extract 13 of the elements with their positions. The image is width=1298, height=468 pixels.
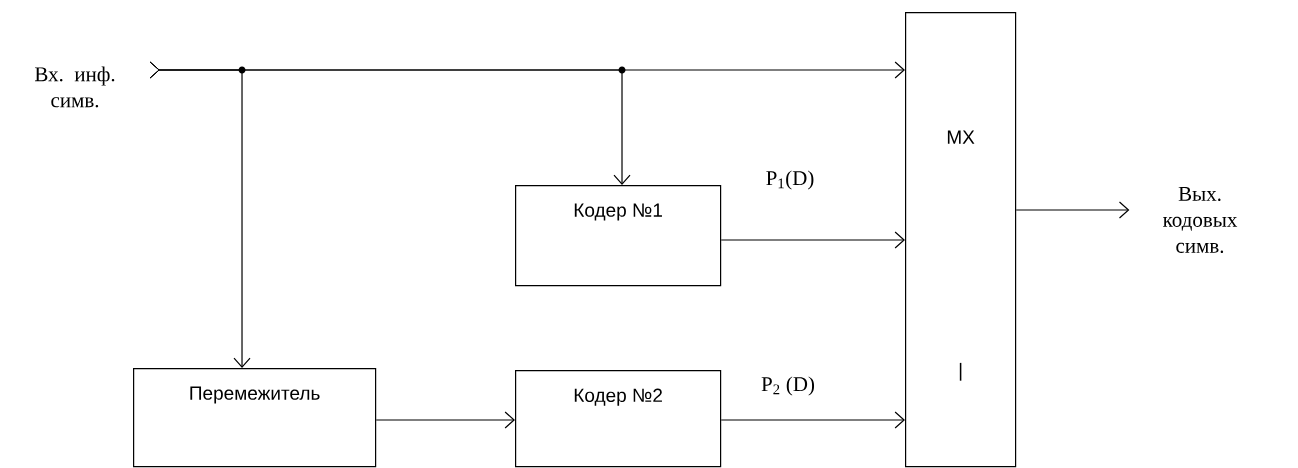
process-box: Перемежитель — [133, 368, 377, 468]
signal-label: Вх. инф. симв. — [34, 66, 115, 108]
arrow — [720, 231, 905, 249]
process-box: Кодер №2 — [515, 370, 722, 468]
process-box: Кодер №1 — [515, 185, 722, 287]
multiplexer-box: MX | — [905, 12, 1017, 468]
arrow — [375, 411, 515, 429]
arrow — [720, 411, 905, 429]
arrow — [149, 61, 631, 185]
edge-label: P$_{1}$(D) — [764, 169, 816, 191]
arrow — [1015, 201, 1130, 219]
signal-label: Вых. кодовых симв. — [1163, 186, 1238, 253]
edge-label: P$_{2}$ (D) — [760, 375, 816, 397]
